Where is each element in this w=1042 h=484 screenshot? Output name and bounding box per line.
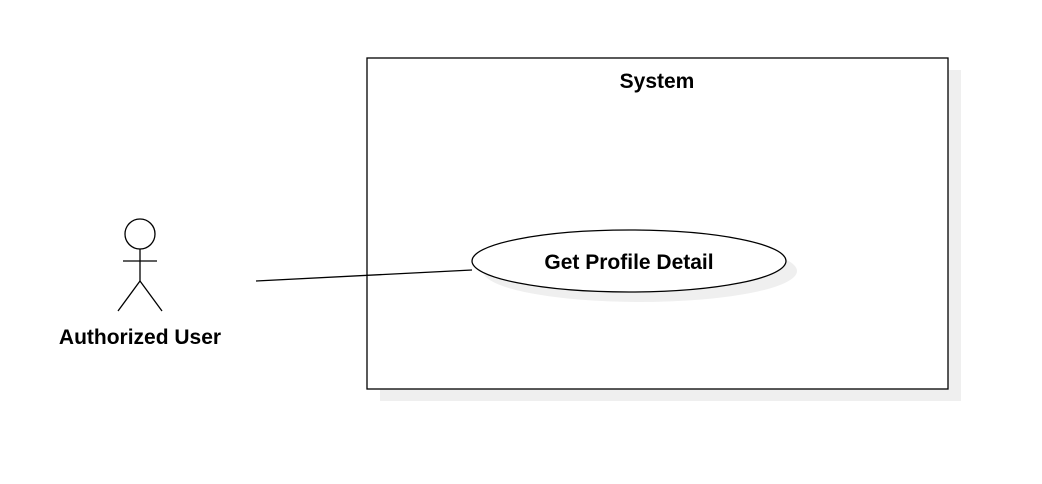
system-boundary-box	[366, 57, 949, 390]
actor: Authorized User	[59, 218, 221, 349]
use-case-label: Get Profile Detail	[544, 251, 713, 274]
system-boundary: System	[366, 57, 961, 401]
actor-label: Authorized User	[59, 326, 221, 349]
use-case: Get Profile Detail	[471, 229, 797, 302]
system-boundary-title: System	[620, 70, 695, 93]
association-line	[255, 269, 473, 282]
use-case-ellipse	[471, 229, 787, 293]
actor-stick-figure-icon	[117, 218, 163, 312]
